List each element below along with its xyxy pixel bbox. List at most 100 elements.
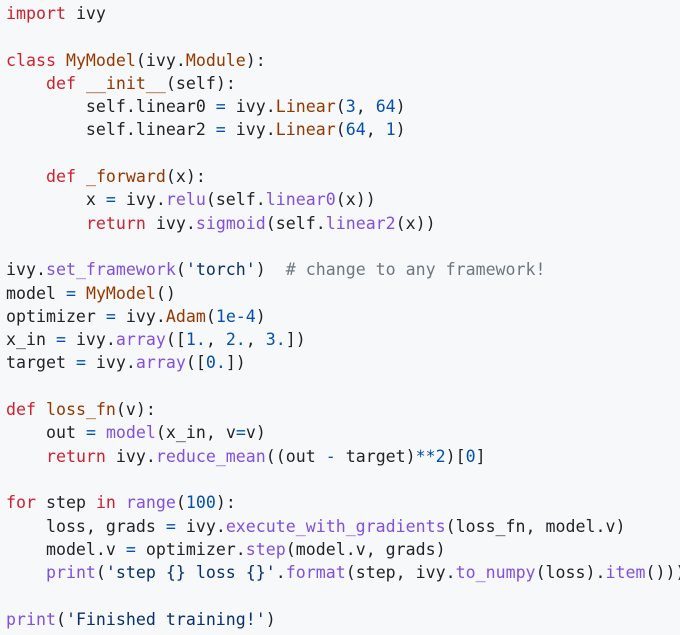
code-token: (x): (165, 167, 206, 187)
code-token: return (45, 446, 106, 466)
code-token: class (6, 50, 56, 70)
code-token: sigmoid (195, 213, 266, 233)
code-token: = (235, 423, 246, 443)
code-token: reduce_mean (155, 446, 266, 466)
code-token: 0. (205, 353, 226, 373)
code-token: 3. (265, 330, 286, 350)
code-token: ( (175, 260, 186, 280)
code-line (6, 25, 680, 48)
code-token: 'Finished training!' (65, 609, 266, 629)
code-token: = (75, 353, 86, 373)
code-token: (step, ivy. (345, 563, 456, 583)
code-token: set_framework (45, 260, 176, 280)
code-token: ) (255, 306, 266, 326)
code-line (6, 142, 680, 165)
code-line: print('Finished training!') (6, 608, 680, 631)
code-token: , (355, 97, 376, 117)
code-token: = (215, 120, 226, 140)
code-token: (self. (265, 213, 326, 233)
code-line: class MyModel(ivy.Module): (6, 49, 680, 72)
code-line: x = ivy.relu(self.linear0(x)) (6, 188, 680, 211)
code-token: return (85, 213, 146, 233)
code-token: ivy. (105, 446, 156, 466)
code-line (6, 468, 680, 491)
code-line: optimizer = ivy.Adam(1e-4) (6, 305, 680, 328)
code-token: range (125, 493, 176, 513)
code-token: ivy. (115, 190, 166, 210)
code-token: (x_in, v (155, 423, 236, 443)
code-token (76, 74, 86, 93)
code-line: import ivy (6, 2, 680, 25)
code-token: loss, grads (6, 516, 166, 536)
code-token: loss_fn (45, 400, 116, 420)
code-token: ] (475, 446, 486, 466)
code-token: ivy. (225, 120, 276, 140)
code-token: 2 (435, 446, 446, 466)
code-token: # change to any framework! (285, 260, 546, 280)
code-token: (loss_fn, model.v) (445, 516, 626, 536)
code-line: out = model(x_in, v=v) (6, 421, 680, 444)
code-line: return ivy.sigmoid(self.linear2(x)) (6, 212, 680, 235)
code-token: ((out (265, 446, 326, 466)
code-token: 'step {} loss {}' (105, 563, 276, 583)
code-token: __init__ (85, 73, 166, 93)
code-token: format (285, 563, 346, 583)
code-token: ivy. (145, 213, 196, 233)
code-token: print (6, 609, 56, 629)
code-token (36, 400, 46, 419)
code-token: ( (55, 609, 66, 629)
code-token: (v): (115, 400, 156, 420)
code-token: 2. (225, 330, 246, 350)
code-token: Linear (275, 120, 336, 140)
code-line (6, 584, 680, 607)
code-token: ( (335, 120, 346, 140)
code-token: print (45, 563, 96, 583)
code-token: 100 (185, 493, 216, 513)
code-token (116, 493, 126, 512)
code-token: ) (265, 609, 276, 629)
code-line (6, 375, 680, 398)
code-token: 64 (345, 120, 366, 140)
code-token: ([ (165, 330, 186, 350)
code-token: optimizer (6, 306, 106, 326)
code-token (76, 284, 86, 303)
code-token: ivy. (175, 516, 226, 536)
code-line: self.linear2 = ivy.Linear(64, 1) (6, 118, 680, 141)
code-token: linear2 (325, 213, 396, 233)
code-line: def loss_fn(v): (6, 398, 680, 421)
code-token: ): (215, 493, 236, 513)
code-token: in (95, 493, 116, 513)
code-token: ivy. (65, 330, 116, 350)
code-token: optimizer. (135, 539, 246, 559)
code-token (76, 167, 86, 186)
code-token: ) (255, 260, 286, 280)
code-token: = (85, 423, 96, 443)
code-token: ): (245, 50, 266, 70)
code-line: return ivy.reduce_mean((out - target)**2… (6, 445, 680, 468)
code-token (6, 447, 46, 466)
code-token: MyModel (65, 50, 136, 70)
code-line: ivy.set_framework('torch') # change to a… (6, 258, 680, 281)
code-token: (loss). (535, 563, 606, 583)
code-line: for step in range(100): (6, 491, 680, 514)
code-token: = (105, 306, 116, 326)
code-token (6, 563, 46, 582)
code-token: Module (185, 50, 246, 70)
code-token: 0 (465, 446, 476, 466)
code-token: = (165, 516, 176, 536)
code-token: import (6, 4, 66, 23)
code-token: ivy. (225, 97, 276, 117)
code-token: model (105, 423, 156, 443)
code-line: def __init__(self): (6, 72, 680, 95)
code-token: ())) (645, 563, 680, 583)
code-line: def _forward(x): (6, 165, 680, 188)
code-token: ( (95, 563, 106, 583)
code-token: ) (395, 97, 406, 117)
code-token: x_in (6, 330, 56, 350)
code-token: , (365, 120, 386, 140)
code-token: 64 (375, 97, 396, 117)
code-token: , (245, 330, 266, 350)
code-token: (x)) (395, 213, 436, 233)
code-token: = (65, 283, 76, 303)
